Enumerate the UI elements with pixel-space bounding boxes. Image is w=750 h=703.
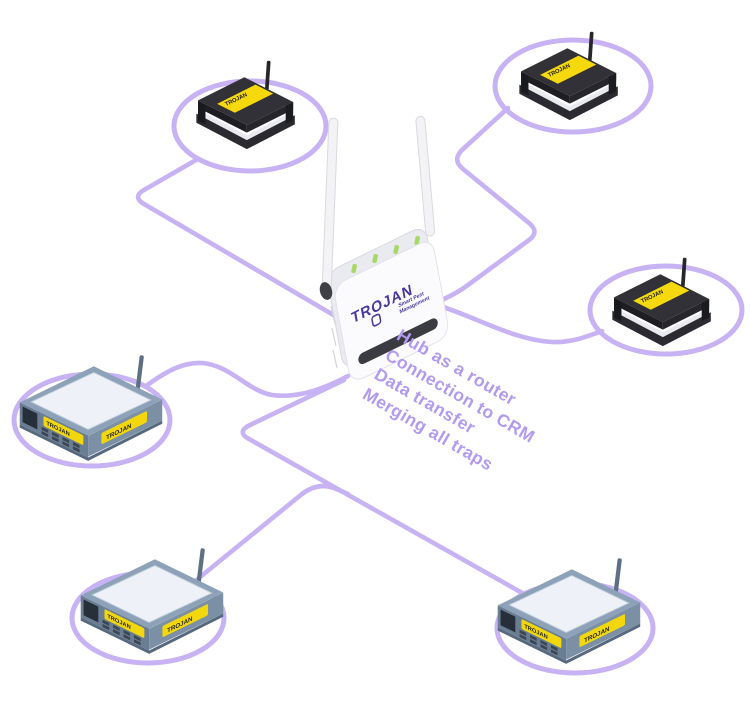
- bait-station-top-right: TROJAN: [519, 31, 618, 121]
- router-front-face: TROJAN Smart Pest Management: [334, 241, 449, 380]
- bait-station-top-left: TROJAN: [196, 60, 295, 150]
- router-side-vents: [330, 305, 338, 369]
- router-antenna-hinge: [319, 282, 333, 300]
- link-bottom-left-branch: [191, 483, 351, 585]
- router-antenna-left: [321, 117, 339, 294]
- ring-right: [587, 263, 745, 357]
- mouse-icon: [371, 313, 382, 327]
- router-antenna-right: [415, 115, 436, 237]
- ring-top-right: [492, 37, 654, 135]
- bait-station-right: TROJAN: [612, 257, 711, 347]
- smart-trap-left: TROJAN TROJAN: [19, 354, 163, 462]
- link-top-left-to-router: [135, 157, 345, 323]
- smart-trap-bottom-left: TROJAN TROJAN: [80, 547, 224, 655]
- hub-router: TROJAN Smart Pest Management: [319, 115, 449, 380]
- link-left-to-router: [143, 360, 351, 398]
- link-top-right-to-router: [435, 105, 537, 307]
- smart-trap-bottom-right: TROJAN TROJAN: [497, 557, 641, 665]
- link-router-to-right: [437, 303, 605, 345]
- link-router-to-bottom-right: [240, 377, 527, 597]
- router-slot: [358, 318, 438, 365]
- router-status-leds: [351, 235, 420, 274]
